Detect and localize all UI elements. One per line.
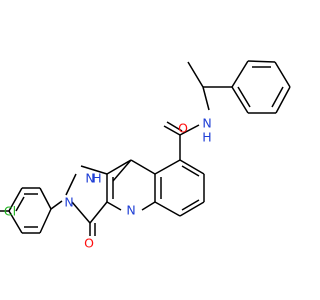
ketone-oxygen-label: O bbox=[84, 236, 94, 251]
pyrazole-n-label: N bbox=[64, 195, 73, 210]
pyrazole-nh-label: N bbox=[85, 171, 94, 186]
molecule-structure: O N H N H N O N Cl bbox=[0, 60, 291, 251]
amide-group bbox=[163, 121, 200, 160]
pyrazolone-ring bbox=[65, 159, 132, 236]
quinoline-nitrogen-label: N bbox=[126, 203, 135, 218]
pyridine-ring bbox=[106, 159, 156, 211]
amide-hydrogen-label: H bbox=[202, 130, 211, 145]
chlorophenyl-ring bbox=[0, 187, 63, 234]
benzo-ring bbox=[154, 159, 205, 217]
amide-oxygen-label: O bbox=[178, 121, 188, 136]
amide-nitrogen-label: N bbox=[202, 116, 211, 131]
pyrazole-h-label: H bbox=[92, 171, 101, 186]
chlorine-label: Cl bbox=[4, 204, 16, 219]
molecule-canvas: O N H N H N O N Cl bbox=[0, 60, 291, 251]
ethyl-chain bbox=[187, 61, 232, 111]
phenyl-ring bbox=[231, 60, 291, 114]
